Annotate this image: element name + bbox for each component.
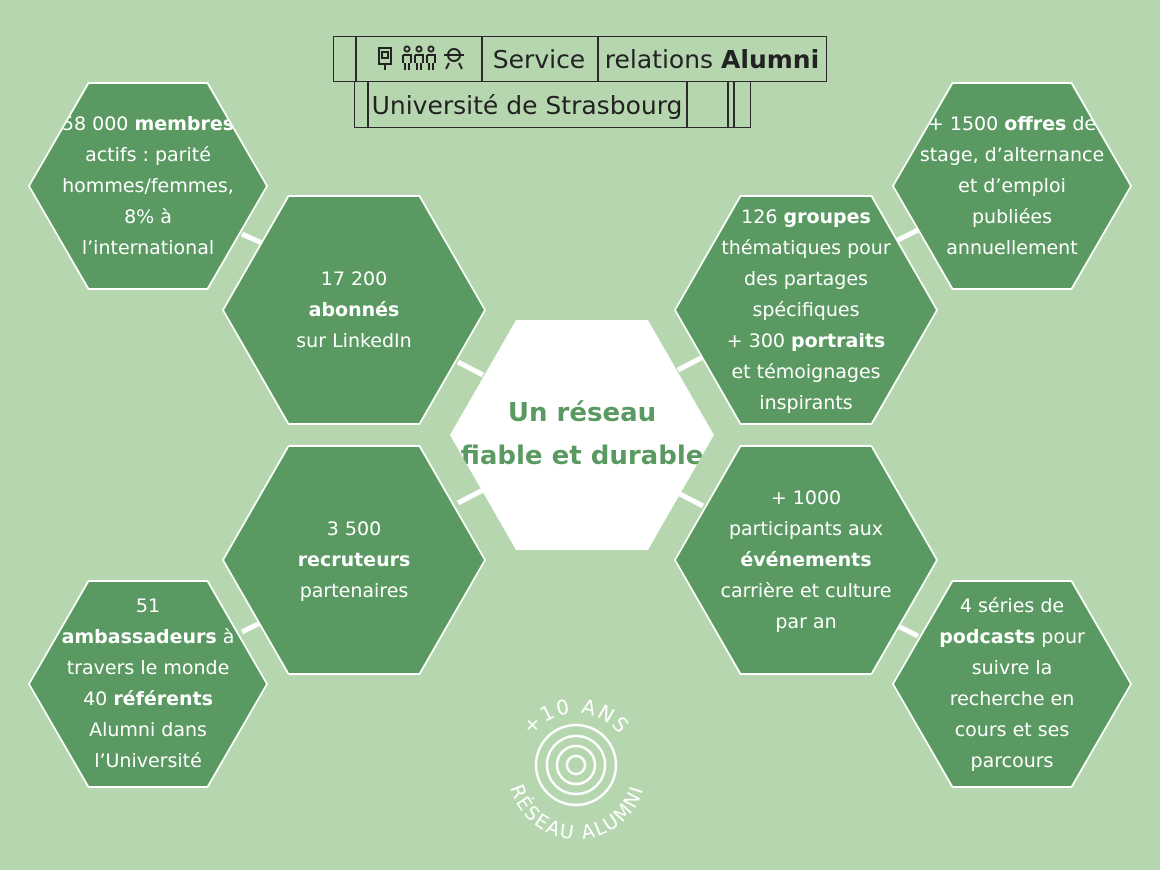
connector-podcasts-evenements — [896, 623, 920, 639]
hex-center: Un réseau fiable et durable — [450, 320, 714, 550]
header-top-box — [333, 36, 827, 82]
connector-evenements-center — [676, 490, 705, 509]
svg-text:+10 ANS: +10 ANS — [518, 694, 635, 739]
connector-groupes-center — [676, 354, 705, 373]
svg-text:RÉSEAU ALUMNI: RÉSEAU ALUMNI — [505, 782, 648, 845]
connector-membres-abonnes — [240, 231, 264, 246]
hex-podcasts: 4 séries de podcasts pour suivre la rech… — [892, 580, 1132, 788]
header-university: Université de Strasbourg — [371, 90, 683, 120]
header-bottom-box — [354, 82, 751, 128]
badge-top-text: +10 ANS — [518, 694, 633, 739]
connector-offres-groupes — [896, 227, 920, 243]
connector-abonnes-center — [456, 359, 485, 378]
anniversary-badge: +10 ANS RÉSEAU ALUMNI — [496, 690, 656, 850]
center-title-line1: Un réseau — [507, 398, 657, 428]
people-pictogram-icon — [376, 43, 468, 73]
header-relations-alumni: relations Alumni — [604, 44, 820, 74]
center-title-line2: fiable et durable — [460, 441, 704, 471]
badge-bottom-text: RÉSEAU ALUMNI — [505, 782, 646, 845]
header-service: Service — [492, 44, 586, 74]
hex-ambassadeurs: 51 ambassadeurs à travers le monde 40 ré… — [28, 580, 268, 788]
connector-recruteurs-center — [456, 487, 485, 506]
hex-groupes: 126 groupes thématiques pour des partage… — [674, 195, 938, 425]
hex-membres: 58 000 membres actifs : parité hommes/fe… — [28, 82, 268, 290]
